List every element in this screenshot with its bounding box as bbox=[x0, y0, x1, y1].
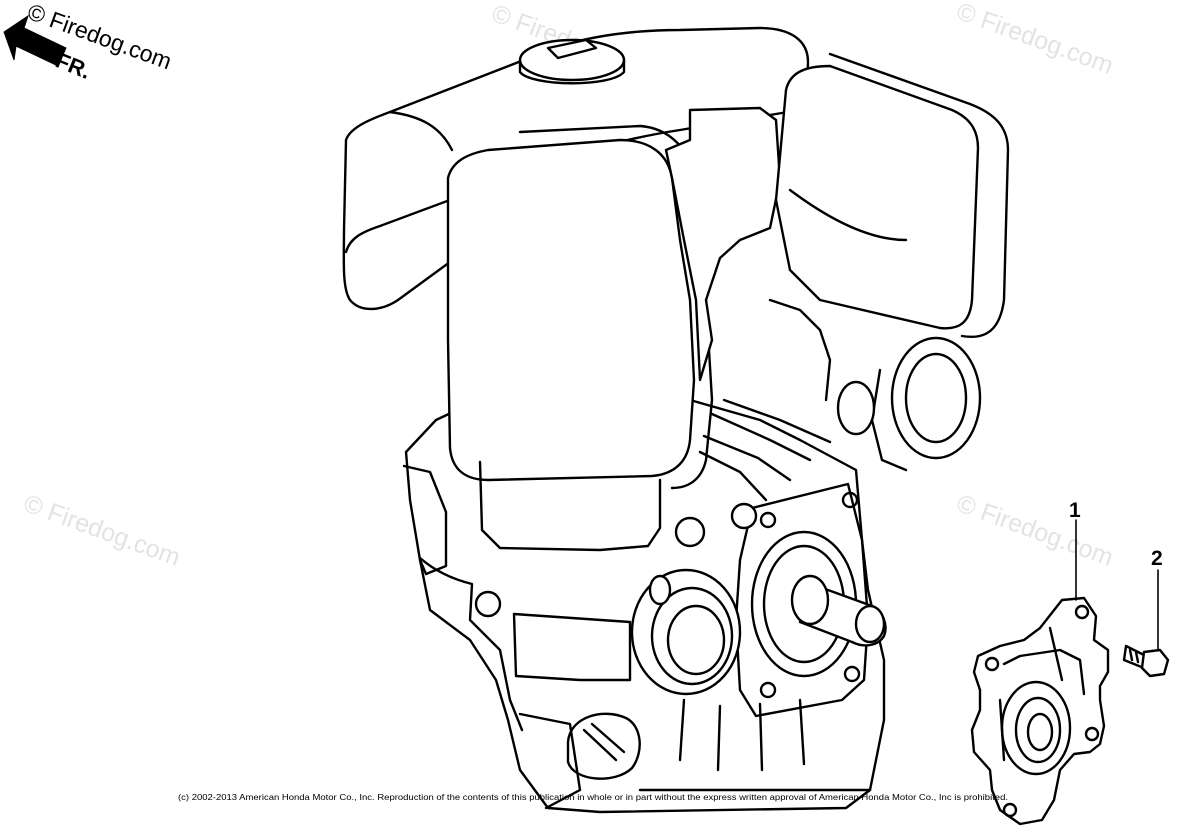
muffler-guard-edge bbox=[768, 298, 832, 402]
callout-1-number[interactable]: 1 bbox=[1069, 499, 1081, 522]
face-bolt-hole-3 bbox=[759, 681, 777, 699]
air-cleaner-cover bbox=[446, 138, 696, 482]
cylinder-fin-3 bbox=[710, 412, 812, 462]
cylinder-fin-1 bbox=[698, 450, 768, 502]
boss-2 bbox=[730, 502, 758, 530]
boss-3 bbox=[648, 574, 672, 606]
watermark-mid-left: © Firedog.com bbox=[20, 489, 184, 572]
muffler-port bbox=[836, 380, 876, 436]
base-rib-3 bbox=[758, 702, 764, 772]
crankcase-lower-rib bbox=[418, 556, 524, 732]
cylinder-fin-4 bbox=[722, 398, 832, 444]
boss-1 bbox=[674, 516, 706, 548]
watermark-mid-right: © Firedog.com bbox=[953, 489, 1117, 572]
crankcase-front-panel bbox=[512, 612, 632, 682]
part-2-flange-bolt bbox=[1122, 644, 1170, 678]
cylinder-head-shroud bbox=[664, 106, 782, 382]
recoil-starter bbox=[870, 336, 982, 472]
cylinder-fin-2 bbox=[702, 434, 792, 482]
muffler-rim bbox=[828, 52, 1010, 339]
air-cleaner-lower-box bbox=[478, 460, 662, 552]
callout-2-number[interactable]: 2 bbox=[1151, 547, 1163, 570]
face-bolt-hole-2 bbox=[841, 491, 859, 509]
face-bolt-hole-1 bbox=[759, 511, 777, 529]
base-rib-4 bbox=[798, 698, 806, 766]
front-label: FR. bbox=[52, 47, 94, 83]
front-direction-indicator: FR. © Firedog.com bbox=[3, 0, 175, 84]
fuel-tank-edge bbox=[388, 110, 454, 152]
base-rib-2 bbox=[716, 704, 722, 772]
muffler-guard-curve bbox=[788, 188, 908, 242]
base-rib-1 bbox=[678, 698, 686, 762]
firedog-brand-label: © Firedog.com bbox=[24, 0, 175, 74]
governor-seal bbox=[630, 568, 742, 696]
front-arrow-icon bbox=[3, 14, 67, 67]
engine-assembly bbox=[342, 26, 1010, 814]
crankcase-left-rib bbox=[402, 464, 448, 576]
copyright-notice: (c) 2002-2013 American Honda Motor Co., … bbox=[178, 792, 1008, 802]
part-1-flange-adapter bbox=[970, 596, 1110, 826]
muffler-box bbox=[774, 64, 980, 330]
oil-drain-plug bbox=[518, 712, 641, 810]
pto-shaft bbox=[790, 574, 887, 647]
fuel-cap bbox=[518, 38, 626, 85]
face-bolt-hole-4 bbox=[843, 665, 861, 683]
bolt-boss-left bbox=[474, 590, 502, 618]
watermark-top-right: © Firedog.com bbox=[953, 0, 1117, 80]
